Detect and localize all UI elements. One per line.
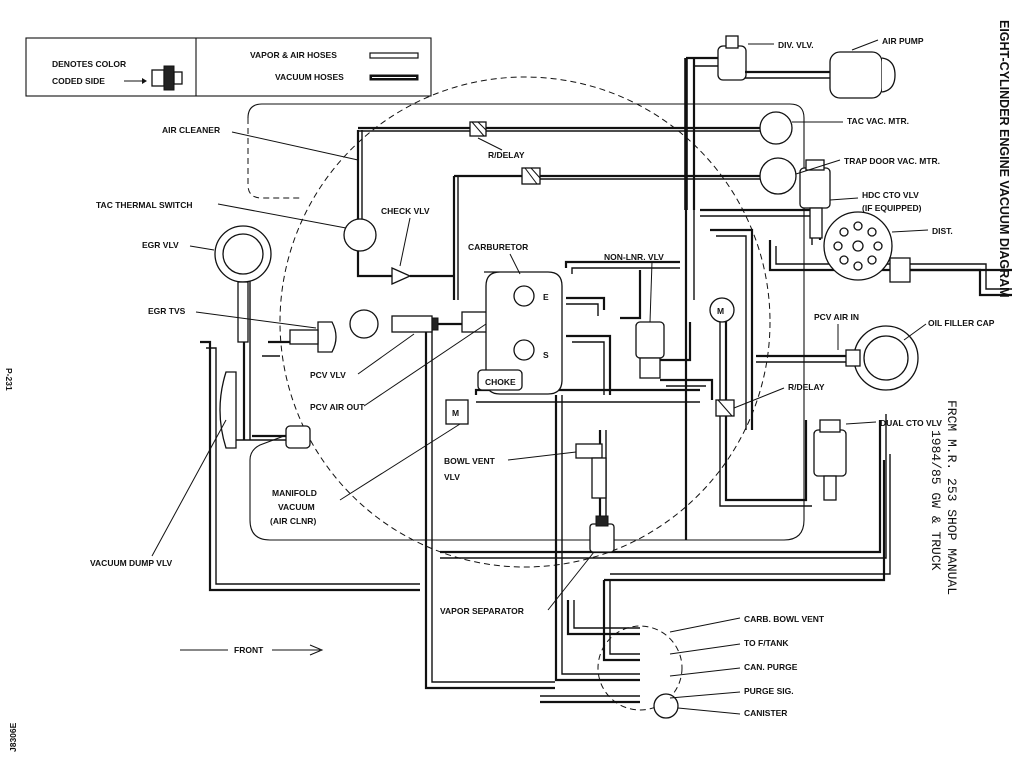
legend-color-coded-line2: CODED SIDE <box>52 76 105 86</box>
label-air-cleaner: AIR CLEANER <box>162 125 220 135</box>
legend-color-coded-line1: DENOTES COLOR <box>52 59 126 69</box>
label-trap-door: TRAP DOOR VAC. MTR. <box>844 156 940 166</box>
vacuum-dump-valve-icon <box>219 371 311 449</box>
legend-vapor-air: VAPOR & AIR HOSES <box>250 50 337 60</box>
oil-filler-cap-icon <box>756 325 919 391</box>
legend-box: DENOTES COLOR CODED SIDE VAPOR & AIR HOS… <box>25 37 432 97</box>
check-valve-icon <box>391 266 412 286</box>
air-cleaner-outline <box>247 76 805 568</box>
label-carburetor: CARBURETOR <box>468 242 528 252</box>
label-pcv-vlv: PCV VLV <box>310 370 346 380</box>
label-r-delay-top: R/DELAY <box>488 150 525 160</box>
label-egr-vlv: EGR VLV <box>142 240 179 250</box>
figure-id: J8306E <box>8 722 18 752</box>
label-check-vlv: CHECK VLV <box>381 206 430 216</box>
vapor-hose-symbol <box>369 52 419 59</box>
air-pump-icon <box>745 51 896 99</box>
m-sensor-right-label: M <box>717 306 724 316</box>
tac-vac-motor-icon <box>759 111 793 145</box>
label-dual-cto: DUAL CTO VLV <box>880 418 942 428</box>
r-delay-right-icon <box>715 399 735 417</box>
tac-thermal-switch-icon <box>343 218 377 252</box>
label-bowl-vent-1: BOWL VENT <box>444 456 496 466</box>
label-pcv-air-out: PCV AIR OUT <box>310 402 365 412</box>
label-tac-thermal: TAC THERMAL SWITCH <box>96 200 192 210</box>
source-line-1: FRCM M.R. 253 SHOP MANUAL <box>944 400 959 595</box>
label-r-delay-right: R/DELAY <box>788 382 825 392</box>
vacuum-hose-symbol <box>369 74 419 81</box>
front-arrow: FRONT <box>180 644 324 656</box>
choke-box: CHOKE <box>477 369 523 391</box>
pcv-valve-icon <box>349 309 439 339</box>
label-purge-sig: PURGE SIG. <box>744 686 794 696</box>
egr-tvs-icon <box>289 321 337 353</box>
label-can-purge: CAN. PURGE <box>744 662 798 672</box>
air-cleaner-dashed-circle <box>279 76 771 568</box>
label-tac-vac-mtr: TAC VAC. MTR. <box>847 116 909 126</box>
label-manifold-2: VACUUM <box>278 502 315 512</box>
div-valve-icon <box>717 35 747 81</box>
label-dist: DIST. <box>932 226 953 236</box>
label-canister: CANISTER <box>744 708 787 718</box>
m-sensor-right-icon: M <box>709 297 735 323</box>
label-bowl-vent-2: VLV <box>444 472 460 482</box>
r-delay-mid-icon <box>521 167 541 185</box>
label-vacuum-dump: VACUUM DUMP VLV <box>90 558 173 568</box>
carb-s-port: S <box>543 350 549 360</box>
bowl-vent-valve-icon <box>575 443 607 499</box>
label-carb-bowl-vent: CARB. BOWL VENT <box>744 614 825 624</box>
label-vapor-sep: VAPOR SEPARATOR <box>440 606 524 616</box>
front-label: FRONT <box>234 645 264 655</box>
label-air-pump: AIR PUMP <box>882 36 924 46</box>
carburetor-icon: E S <box>461 271 563 395</box>
label-pcv-air-in: PCV AIR IN <box>814 312 859 322</box>
egr-valve-icon <box>214 225 272 343</box>
r-delay-top-icon <box>469 121 487 137</box>
carb-e-port: E <box>543 292 549 302</box>
m-sensor-left-label: M <box>452 408 459 418</box>
label-manifold-3: (AIR CLNR) <box>270 516 316 526</box>
source-line-2: 1984/85 GW & TRUCK <box>928 430 943 571</box>
canister-icon <box>597 625 683 719</box>
hose-routing <box>200 56 1012 704</box>
label-manifold-1: MANIFOLD <box>272 488 317 498</box>
label-div-vlv: DIV. VLV. <box>778 40 814 50</box>
label-hdc-cto-2: (IF EQUIPPED) <box>862 203 922 213</box>
hdc-cto-valve-icon <box>799 159 831 239</box>
diagram-title: EIGHT-CYLINDER ENGINE VACUUM DIAGRAM <box>997 20 1011 298</box>
non-lnr-valve-icon <box>635 321 665 379</box>
color-coded-icon <box>151 65 183 91</box>
label-egr-tvs: EGR TVS <box>148 306 186 316</box>
page-mark: P-231 <box>4 368 14 391</box>
m-sensor-left-icon: M <box>445 399 469 425</box>
trap-door-vac-motor-icon <box>759 157 797 195</box>
legend-vacuum: VACUUM HOSES <box>275 72 344 82</box>
dual-cto-valve-icon <box>813 419 847 501</box>
distributor-icon <box>823 211 1012 283</box>
label-oil-filler: OIL FILLER CAP <box>928 318 995 328</box>
label-hdc-cto-1: HDC CTO VLV <box>862 190 919 200</box>
label-non-lnr: NON-LNR. VLV <box>604 252 664 262</box>
choke-label: CHOKE <box>485 377 516 387</box>
label-to-ftank: TO F/TANK <box>744 638 789 648</box>
vapor-separator-icon <box>589 515 615 553</box>
